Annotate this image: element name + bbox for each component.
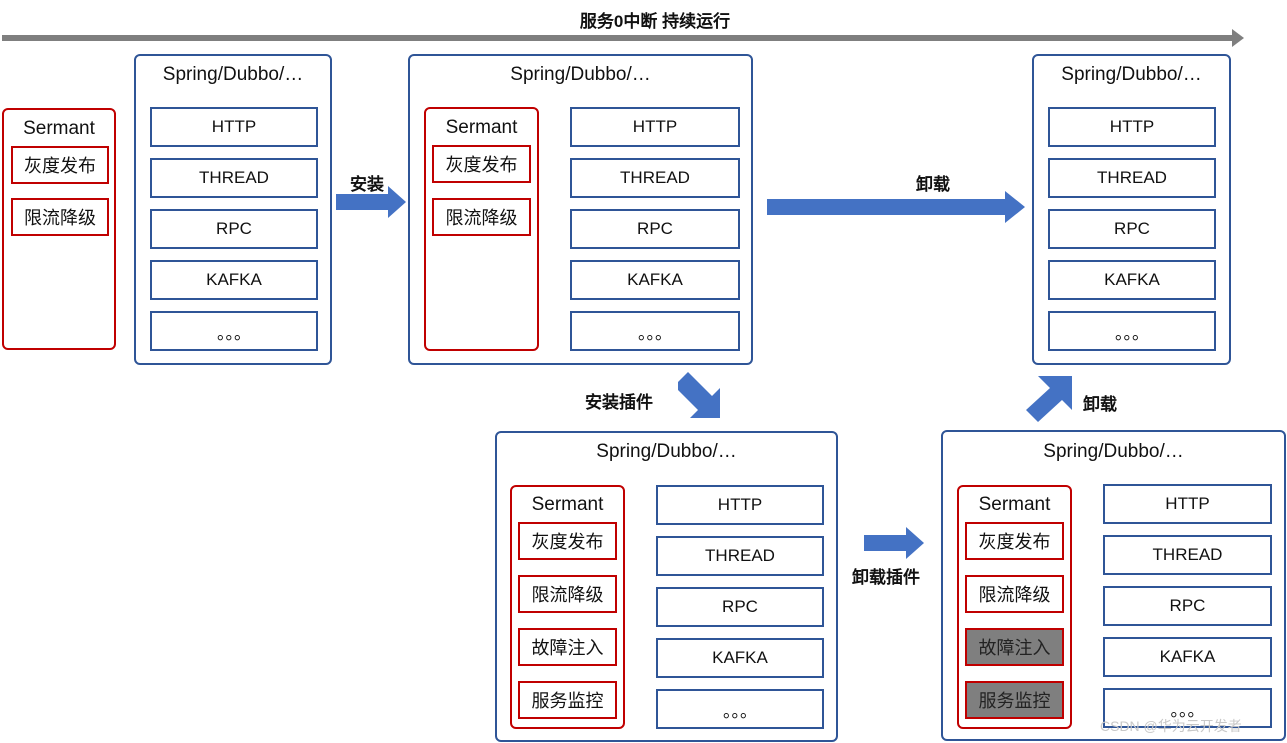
framework-title: Spring/Dubbo/… bbox=[1061, 64, 1202, 85]
framework-stage-4: Spring/Dubbo/… Sermant 灰度发布 限流降级 故障注入 服务… bbox=[495, 431, 838, 742]
timeline-arrow-head bbox=[1232, 29, 1244, 47]
layer-rpc: RPC bbox=[656, 587, 824, 627]
layer-kafka: KAFKA bbox=[570, 260, 740, 300]
arrow-uninstall-plugin bbox=[864, 527, 924, 559]
framework-stage-5: Spring/Dubbo/… Sermant 灰度发布 限流降级 故障注入 服务… bbox=[941, 430, 1286, 741]
layer-http: HTTP bbox=[656, 485, 824, 525]
framework-stage-3: Spring/Dubbo/… HTTP THREAD RPC KAFKA 。。。 bbox=[1032, 54, 1231, 365]
layer-more: 。。。 bbox=[150, 311, 318, 351]
sermant-standalone: Sermant 灰度发布 限流降级 bbox=[2, 108, 116, 350]
layer-more: 。。。 bbox=[656, 689, 824, 729]
sermant-title: Sermant bbox=[531, 494, 604, 515]
layer-thread: THREAD bbox=[1048, 158, 1216, 198]
layer-kafka: KAFKA bbox=[656, 638, 824, 678]
sermant-title: Sermant bbox=[978, 494, 1051, 515]
layer-http: HTTP bbox=[1103, 484, 1272, 524]
plugin-gray-release: 灰度发布 bbox=[432, 145, 531, 183]
layer-thread: THREAD bbox=[150, 158, 318, 198]
layer-thread: THREAD bbox=[1103, 535, 1272, 575]
layer-rpc: RPC bbox=[1048, 209, 1216, 249]
plugin-fault-injection-removed: 故障注入 bbox=[965, 628, 1064, 666]
sermant-partial: Sermant 灰度发布 限流降级 故障注入 服务监控 bbox=[957, 485, 1072, 729]
layer-more: 。。。 bbox=[570, 311, 740, 351]
layer-more: 。。。 bbox=[1048, 311, 1216, 351]
step-label-uninstall-2: 卸载 bbox=[1083, 395, 1117, 414]
step-label-install: 安装 bbox=[350, 175, 384, 194]
step-label-uninstall-plugin: 卸载插件 bbox=[852, 568, 920, 587]
plugin-rate-limit: 限流降级 bbox=[518, 575, 617, 613]
layer-more: 。。。 bbox=[1103, 688, 1272, 728]
plugin-gray-release: 灰度发布 bbox=[11, 146, 109, 184]
layer-http: HTTP bbox=[570, 107, 740, 147]
plugin-gray-release: 灰度发布 bbox=[965, 522, 1064, 560]
plugin-rate-limit: 限流降级 bbox=[965, 575, 1064, 613]
plugin-gray-release: 灰度发布 bbox=[518, 522, 617, 560]
layer-kafka: KAFKA bbox=[1103, 637, 1272, 677]
layer-kafka: KAFKA bbox=[1048, 260, 1216, 300]
plugin-service-monitor-removed: 服务监控 bbox=[965, 681, 1064, 719]
framework-stage-1: Spring/Dubbo/… HTTP THREAD RPC KAFKA 。。。 bbox=[134, 54, 332, 365]
plugin-rate-limit: 限流降级 bbox=[11, 198, 109, 236]
layer-rpc: RPC bbox=[1103, 586, 1272, 626]
sermant-title: Sermant bbox=[23, 118, 95, 139]
layer-http: HTTP bbox=[1048, 107, 1216, 147]
sermant-title: Sermant bbox=[445, 117, 518, 138]
plugin-fault-injection: 故障注入 bbox=[518, 628, 617, 666]
plugin-rate-limit: 限流降级 bbox=[432, 198, 531, 236]
layer-rpc: RPC bbox=[150, 209, 318, 249]
layer-rpc: RPC bbox=[570, 209, 740, 249]
framework-title: Spring/Dubbo/… bbox=[1043, 441, 1184, 462]
layer-thread: THREAD bbox=[570, 158, 740, 198]
step-label-uninstall: 卸载 bbox=[916, 175, 950, 194]
diagram-title: 服务0中断 持续运行 bbox=[579, 12, 731, 31]
framework-title: Spring/Dubbo/… bbox=[510, 64, 651, 85]
sermant-attached: Sermant 灰度发布 限流降级 bbox=[424, 107, 539, 351]
arrow-uninstall-diagonal bbox=[1026, 376, 1072, 422]
sermant-full: Sermant 灰度发布 限流降级 故障注入 服务监控 bbox=[510, 485, 625, 729]
arrow-install bbox=[336, 186, 406, 218]
watermark: CSDN @华为云开发者 bbox=[1100, 718, 1242, 734]
framework-title: Spring/Dubbo/… bbox=[596, 441, 737, 462]
layer-thread: THREAD bbox=[656, 536, 824, 576]
arrow-uninstall bbox=[767, 191, 1025, 223]
arrow-install-plugin bbox=[678, 372, 720, 418]
layer-kafka: KAFKA bbox=[150, 260, 318, 300]
framework-stage-2: Spring/Dubbo/… Sermant 灰度发布 限流降级 HTTP TH… bbox=[408, 54, 753, 365]
timeline-arrow-shaft bbox=[2, 35, 1234, 41]
framework-title: Spring/Dubbo/… bbox=[162, 64, 304, 85]
step-label-install-plugin: 安装插件 bbox=[585, 393, 653, 412]
layer-http: HTTP bbox=[150, 107, 318, 147]
plugin-service-monitor: 服务监控 bbox=[518, 681, 617, 719]
